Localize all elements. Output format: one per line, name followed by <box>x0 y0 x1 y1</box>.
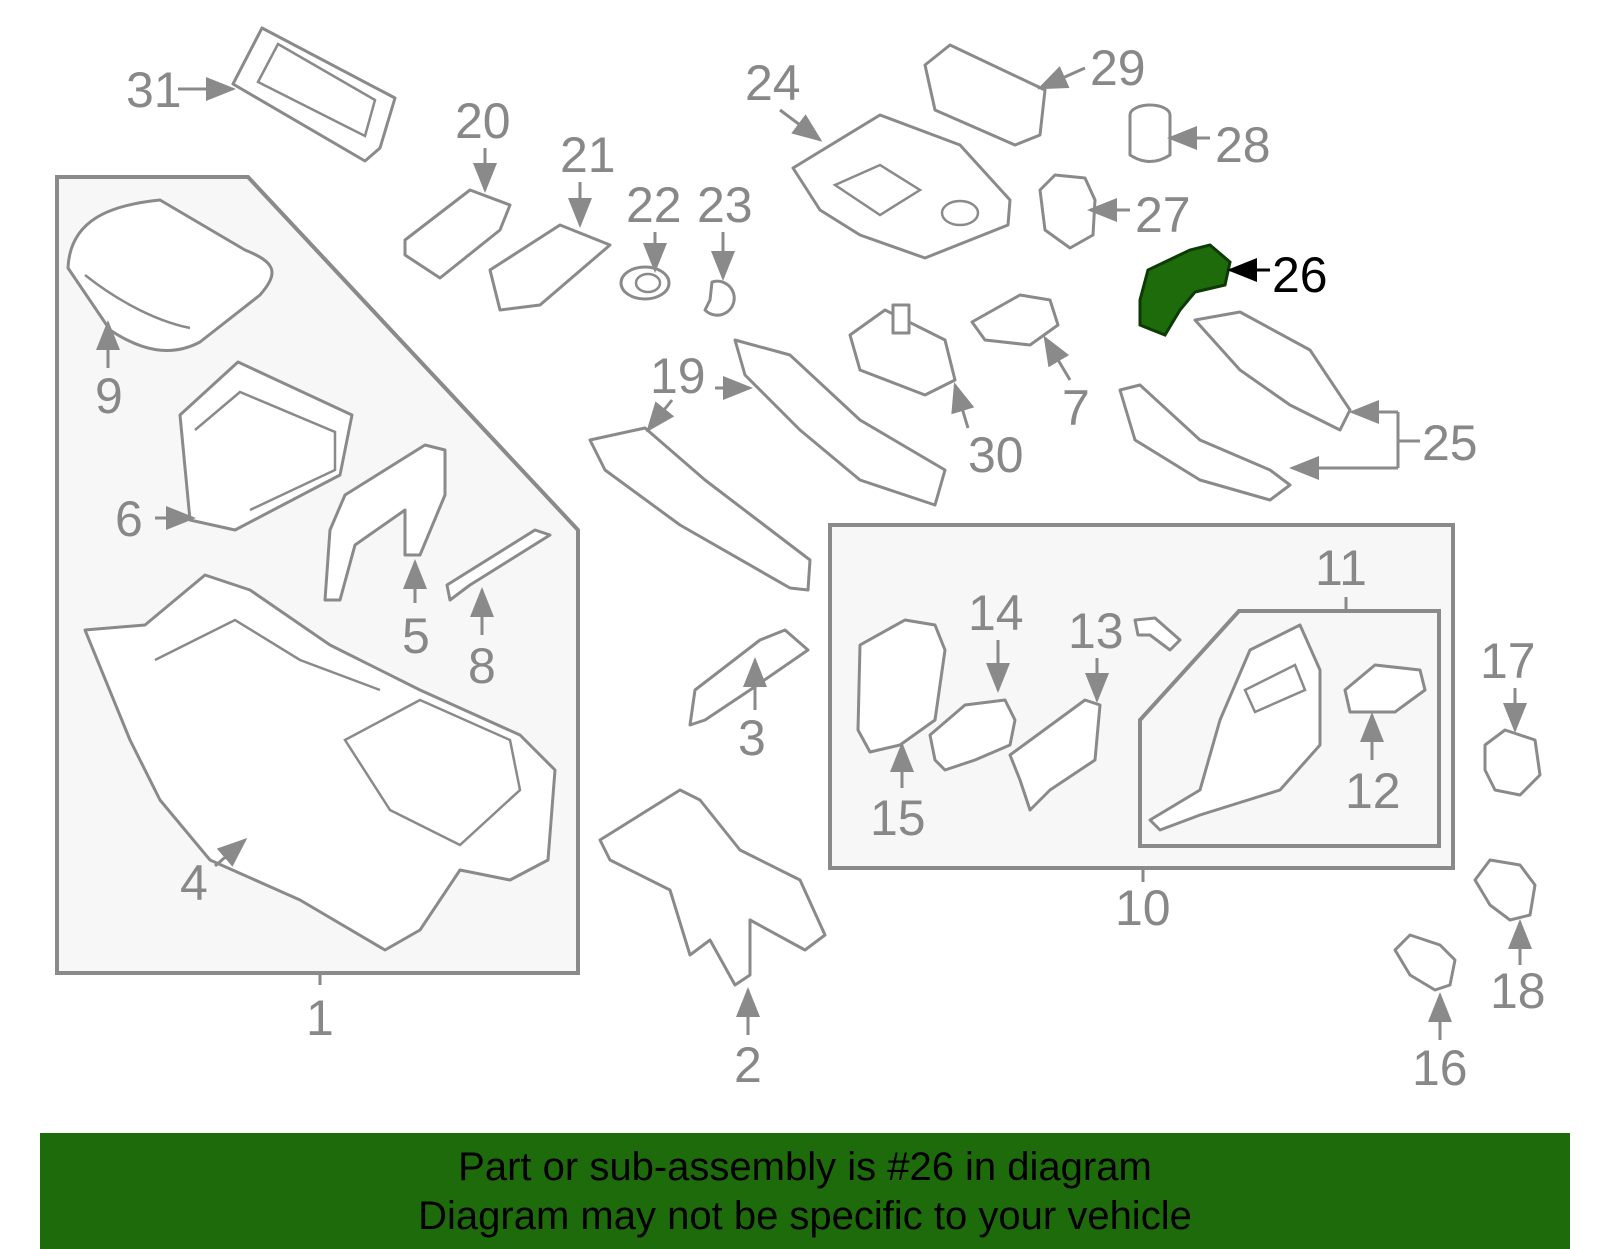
callout-18: 18 <box>1490 963 1546 1019</box>
part-29-module <box>923 43 1047 147</box>
callout-24: 24 <box>745 55 801 111</box>
part-28-knob <box>1128 103 1172 163</box>
part-17-switch <box>1483 728 1542 797</box>
callout-20: 20 <box>455 93 511 149</box>
part-2-frame <box>598 788 827 987</box>
leader-lines <box>96 66 1532 1040</box>
callout-30: 30 <box>968 427 1024 483</box>
part-23-ring <box>703 279 736 317</box>
part-11-rear-panel <box>1148 623 1322 832</box>
part-15-panel <box>856 618 947 754</box>
part-30-shifter <box>848 303 957 397</box>
callout-29: 29 <box>1090 40 1146 96</box>
part-9-armrest-lid <box>66 198 274 353</box>
part-26-bracket-highlighted <box>1138 243 1232 337</box>
part-6-storage-bin <box>178 360 354 532</box>
banner-line-2: Diagram may not be specific to your vehi… <box>418 1194 1192 1238</box>
part-16-switch <box>1393 933 1457 992</box>
part-27-switch <box>1038 173 1097 250</box>
part-22-socket <box>619 265 671 301</box>
part-14-switch <box>928 698 1017 772</box>
callout-12: 12 <box>1345 763 1401 819</box>
callout-13: 13 <box>1068 603 1124 659</box>
banner-line-1: Part or sub-assembly is #26 in diagram <box>458 1145 1152 1189</box>
callout-31: 31 <box>126 62 182 118</box>
callout-5: 5 <box>402 608 430 664</box>
callout-11: 11 <box>1315 540 1367 596</box>
callout-14: 14 <box>968 585 1024 641</box>
callout-2: 2 <box>734 1037 762 1093</box>
callout-17: 17 <box>1480 633 1536 689</box>
part-5-bracket <box>323 443 447 602</box>
part-8-trim-strip <box>445 528 552 602</box>
part-20-panel <box>403 188 512 280</box>
part-25-trim-pieces <box>1118 310 1352 502</box>
part-12-vent <box>1343 663 1427 714</box>
callout-10: 10 <box>1115 880 1171 936</box>
part-18-switch <box>1473 858 1537 922</box>
callout-25: 25 <box>1422 415 1478 471</box>
callout-16: 16 <box>1412 1040 1468 1096</box>
part-21-tray <box>488 223 612 312</box>
part-24-finisher-panel <box>791 113 1012 260</box>
part-4-console-body <box>83 573 557 952</box>
part-31-console-lid-insert <box>231 26 397 163</box>
part-19-trim-panels <box>588 338 947 592</box>
callout-6: 6 <box>115 491 143 547</box>
callout-1: 1 <box>306 990 334 1046</box>
callout-21: 21 <box>560 127 616 183</box>
callout-26: 26 <box>1272 247 1328 303</box>
callout-3: 3 <box>738 710 766 766</box>
callout-27: 27 <box>1135 187 1191 243</box>
part-bolt <box>1133 616 1182 652</box>
callout-22: 22 <box>626 177 682 233</box>
info-banner: Part or sub-assembly is #26 in diagram D… <box>40 1133 1570 1249</box>
callout-9: 9 <box>95 368 123 424</box>
callout-19: 19 <box>650 348 706 404</box>
callout-23: 23 <box>697 177 753 233</box>
callout-28: 28 <box>1215 117 1271 173</box>
callout-7: 7 <box>1062 380 1090 436</box>
callout-15: 15 <box>870 790 926 846</box>
callout-8: 8 <box>468 638 496 694</box>
callout-4: 4 <box>180 855 208 911</box>
part-7-shift-knob <box>970 293 1060 347</box>
